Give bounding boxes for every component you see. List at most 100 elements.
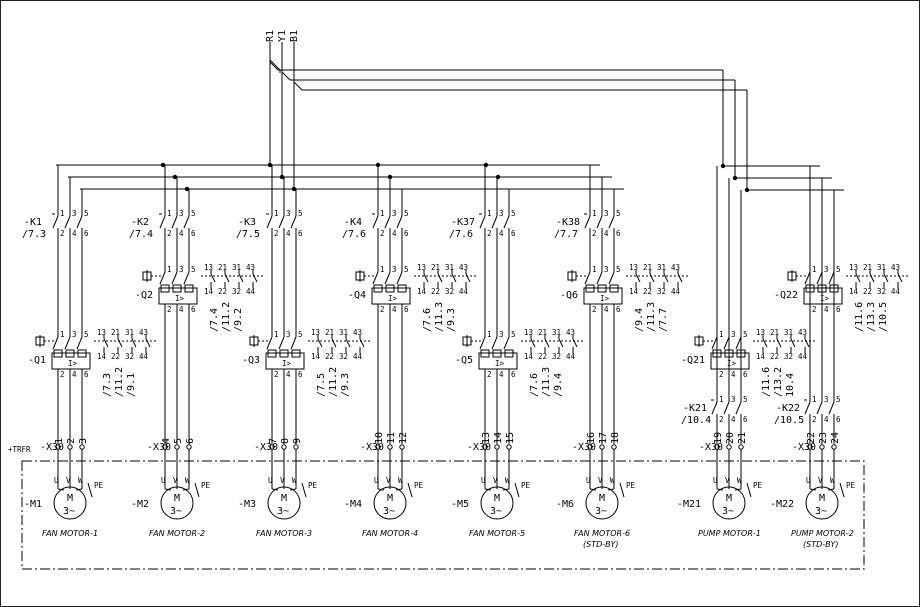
wire	[293, 81, 303, 91]
thermal-element	[504, 349, 514, 358]
aux-number: 32	[657, 287, 666, 296]
contactor-tag: -K2	[131, 217, 149, 228]
terminal	[79, 444, 85, 450]
contact-blade	[171, 215, 178, 229]
wire	[572, 338, 578, 348]
breaker-blade	[479, 336, 486, 350]
wire	[252, 273, 258, 283]
aux-number: 14	[849, 287, 859, 296]
trip-glyph: I>	[68, 359, 78, 368]
terminal-u: U	[806, 476, 811, 485]
terminal-number: 2	[66, 438, 77, 444]
pole-number: 5	[298, 330, 303, 339]
aux-number: 31	[877, 263, 886, 272]
breaker-blade	[159, 271, 166, 285]
trip-glyph: I>	[600, 294, 610, 303]
pole-number: 1	[167, 265, 172, 274]
pole-number: 2	[592, 229, 597, 238]
pole-number: 3	[824, 395, 829, 404]
pe-label: PE	[414, 481, 424, 490]
breaker-blade	[828, 271, 835, 285]
breaker-ref: /7.6	[422, 308, 433, 332]
contact-blade	[596, 215, 603, 229]
pole-number: 2	[487, 370, 492, 379]
aux-number: 22	[111, 352, 120, 361]
trfr-label: +TRFR	[8, 445, 31, 454]
breaker-ref: /9.4	[634, 308, 645, 332]
breaker-blade	[596, 271, 603, 285]
aux-number: 44	[566, 352, 576, 361]
feeder-8: 123456-K22/10.5123456I>-Q221314212231324…	[770, 166, 908, 549]
phase-label-y1: Y1	[277, 30, 288, 42]
pole-number: 2	[719, 415, 724, 424]
thermal-element	[53, 349, 63, 358]
pe-lead	[87, 482, 93, 498]
terminal-v: V	[66, 476, 71, 485]
pe-label: PE	[521, 481, 531, 490]
wire	[423, 273, 429, 283]
pole-number: 2	[592, 305, 597, 314]
motor-3phase: 3~	[595, 506, 607, 517]
breaker-tag: -Q4	[348, 290, 366, 301]
breaker-blade	[52, 336, 59, 350]
pe-lead	[839, 482, 845, 498]
pe-label: PE	[753, 481, 763, 490]
motor-name: FAN MOTOR-4	[362, 529, 418, 538]
pole-number: 2	[167, 305, 172, 314]
terminal-number: 11	[386, 432, 397, 444]
junction-dot	[172, 174, 178, 180]
breaker-body	[583, 287, 623, 305]
junction-dot	[744, 187, 750, 193]
aux-number: 43	[246, 263, 255, 272]
terminal-w: W	[78, 476, 83, 485]
thermal-element	[172, 284, 182, 293]
contact-blade	[804, 401, 811, 415]
breaker-blade	[183, 271, 190, 285]
motor-symbol	[480, 486, 514, 520]
thermal-element	[279, 349, 289, 358]
aux-number: 14	[97, 352, 107, 361]
pole-number: 3	[392, 209, 397, 218]
wire	[359, 338, 365, 348]
motor-name: PUMP MOTOR-2	[791, 529, 854, 538]
motor-3phase: 3~	[383, 506, 395, 517]
aux-number: 21	[538, 328, 547, 337]
breaker-tag: -Q21	[681, 355, 705, 366]
aux-number: 32	[552, 352, 561, 361]
terminal-number: 10	[374, 432, 385, 444]
contact-blade	[290, 215, 297, 229]
breaker-ref: /7.4	[209, 308, 220, 332]
wire	[131, 338, 137, 348]
pole-number: 1	[487, 330, 492, 339]
terminal-number: 13	[481, 432, 492, 444]
wire	[345, 338, 351, 348]
pole-number: 3	[179, 265, 184, 274]
contact-blade	[584, 215, 591, 229]
thermal-element	[724, 349, 734, 358]
pe-lead	[407, 482, 413, 498]
wire	[762, 338, 768, 348]
terminal-number: 17	[598, 432, 609, 444]
wire	[544, 338, 550, 348]
pole-number: 4	[499, 370, 504, 379]
thermal-element	[267, 349, 277, 358]
thermal-element	[492, 349, 502, 358]
pole-number: 5	[836, 265, 841, 274]
breaker-q22: 123456I>-Q221314212231324344/11.6/13.3/1…	[774, 263, 908, 332]
pole-number: 6	[616, 229, 621, 238]
junction-dot	[720, 163, 726, 169]
breaker-body	[265, 352, 305, 370]
terminal-u: U	[586, 476, 591, 485]
contact-blade	[159, 215, 166, 229]
breaker-tag: -Q5	[455, 355, 473, 366]
motor-name: FAN MOTOR-5	[469, 529, 525, 538]
breaker-ref: /9.2	[233, 308, 244, 332]
junction-dot	[291, 186, 297, 192]
pe-lead	[194, 482, 200, 498]
motor-tag: -M21	[677, 499, 701, 510]
pole-number: 6	[404, 305, 409, 314]
pole-number: 2	[60, 370, 65, 379]
